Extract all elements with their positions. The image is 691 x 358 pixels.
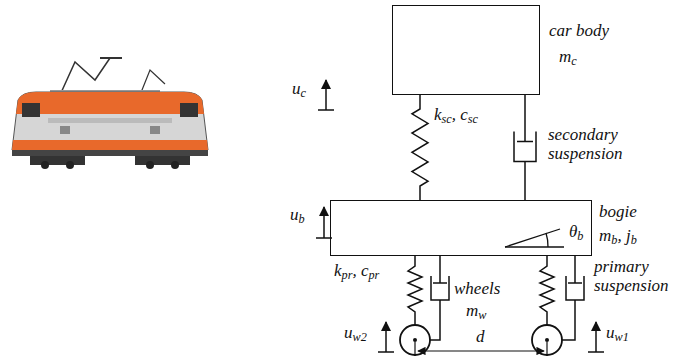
displacement-arrow xyxy=(316,80,604,352)
symbol-label: mb, jb xyxy=(599,227,637,246)
part-label: primary suspension xyxy=(594,258,684,295)
symbol-label: ub xyxy=(290,206,305,225)
angle-symbol xyxy=(505,229,564,247)
locomotive-picture xyxy=(12,58,208,169)
node-heading: car body xyxy=(549,22,609,41)
spring-symbol xyxy=(412,95,428,200)
part-label: secondary suspension xyxy=(548,126,630,163)
symbol-label: uw1 xyxy=(606,324,629,343)
part-label: wheels xyxy=(454,280,500,299)
node-heading: bogie xyxy=(599,203,637,222)
wheel xyxy=(400,325,562,355)
car-body-box: car bodymc xyxy=(392,5,540,95)
symbol-label: mc xyxy=(559,48,577,67)
symbol-label: mw xyxy=(466,302,486,321)
damper-symbol xyxy=(514,95,536,200)
symbol-label: kpr, cpr xyxy=(334,262,379,281)
symbol-label: ksc, csc xyxy=(434,106,478,125)
symbol-label: θb xyxy=(569,223,583,242)
part-label: d xyxy=(476,328,485,347)
symbol-label: uc xyxy=(292,80,306,99)
symbol-label: uw2 xyxy=(344,324,367,343)
primary-suspension xyxy=(408,256,584,340)
bogie-box: bogiemb, jbθb xyxy=(330,200,592,256)
